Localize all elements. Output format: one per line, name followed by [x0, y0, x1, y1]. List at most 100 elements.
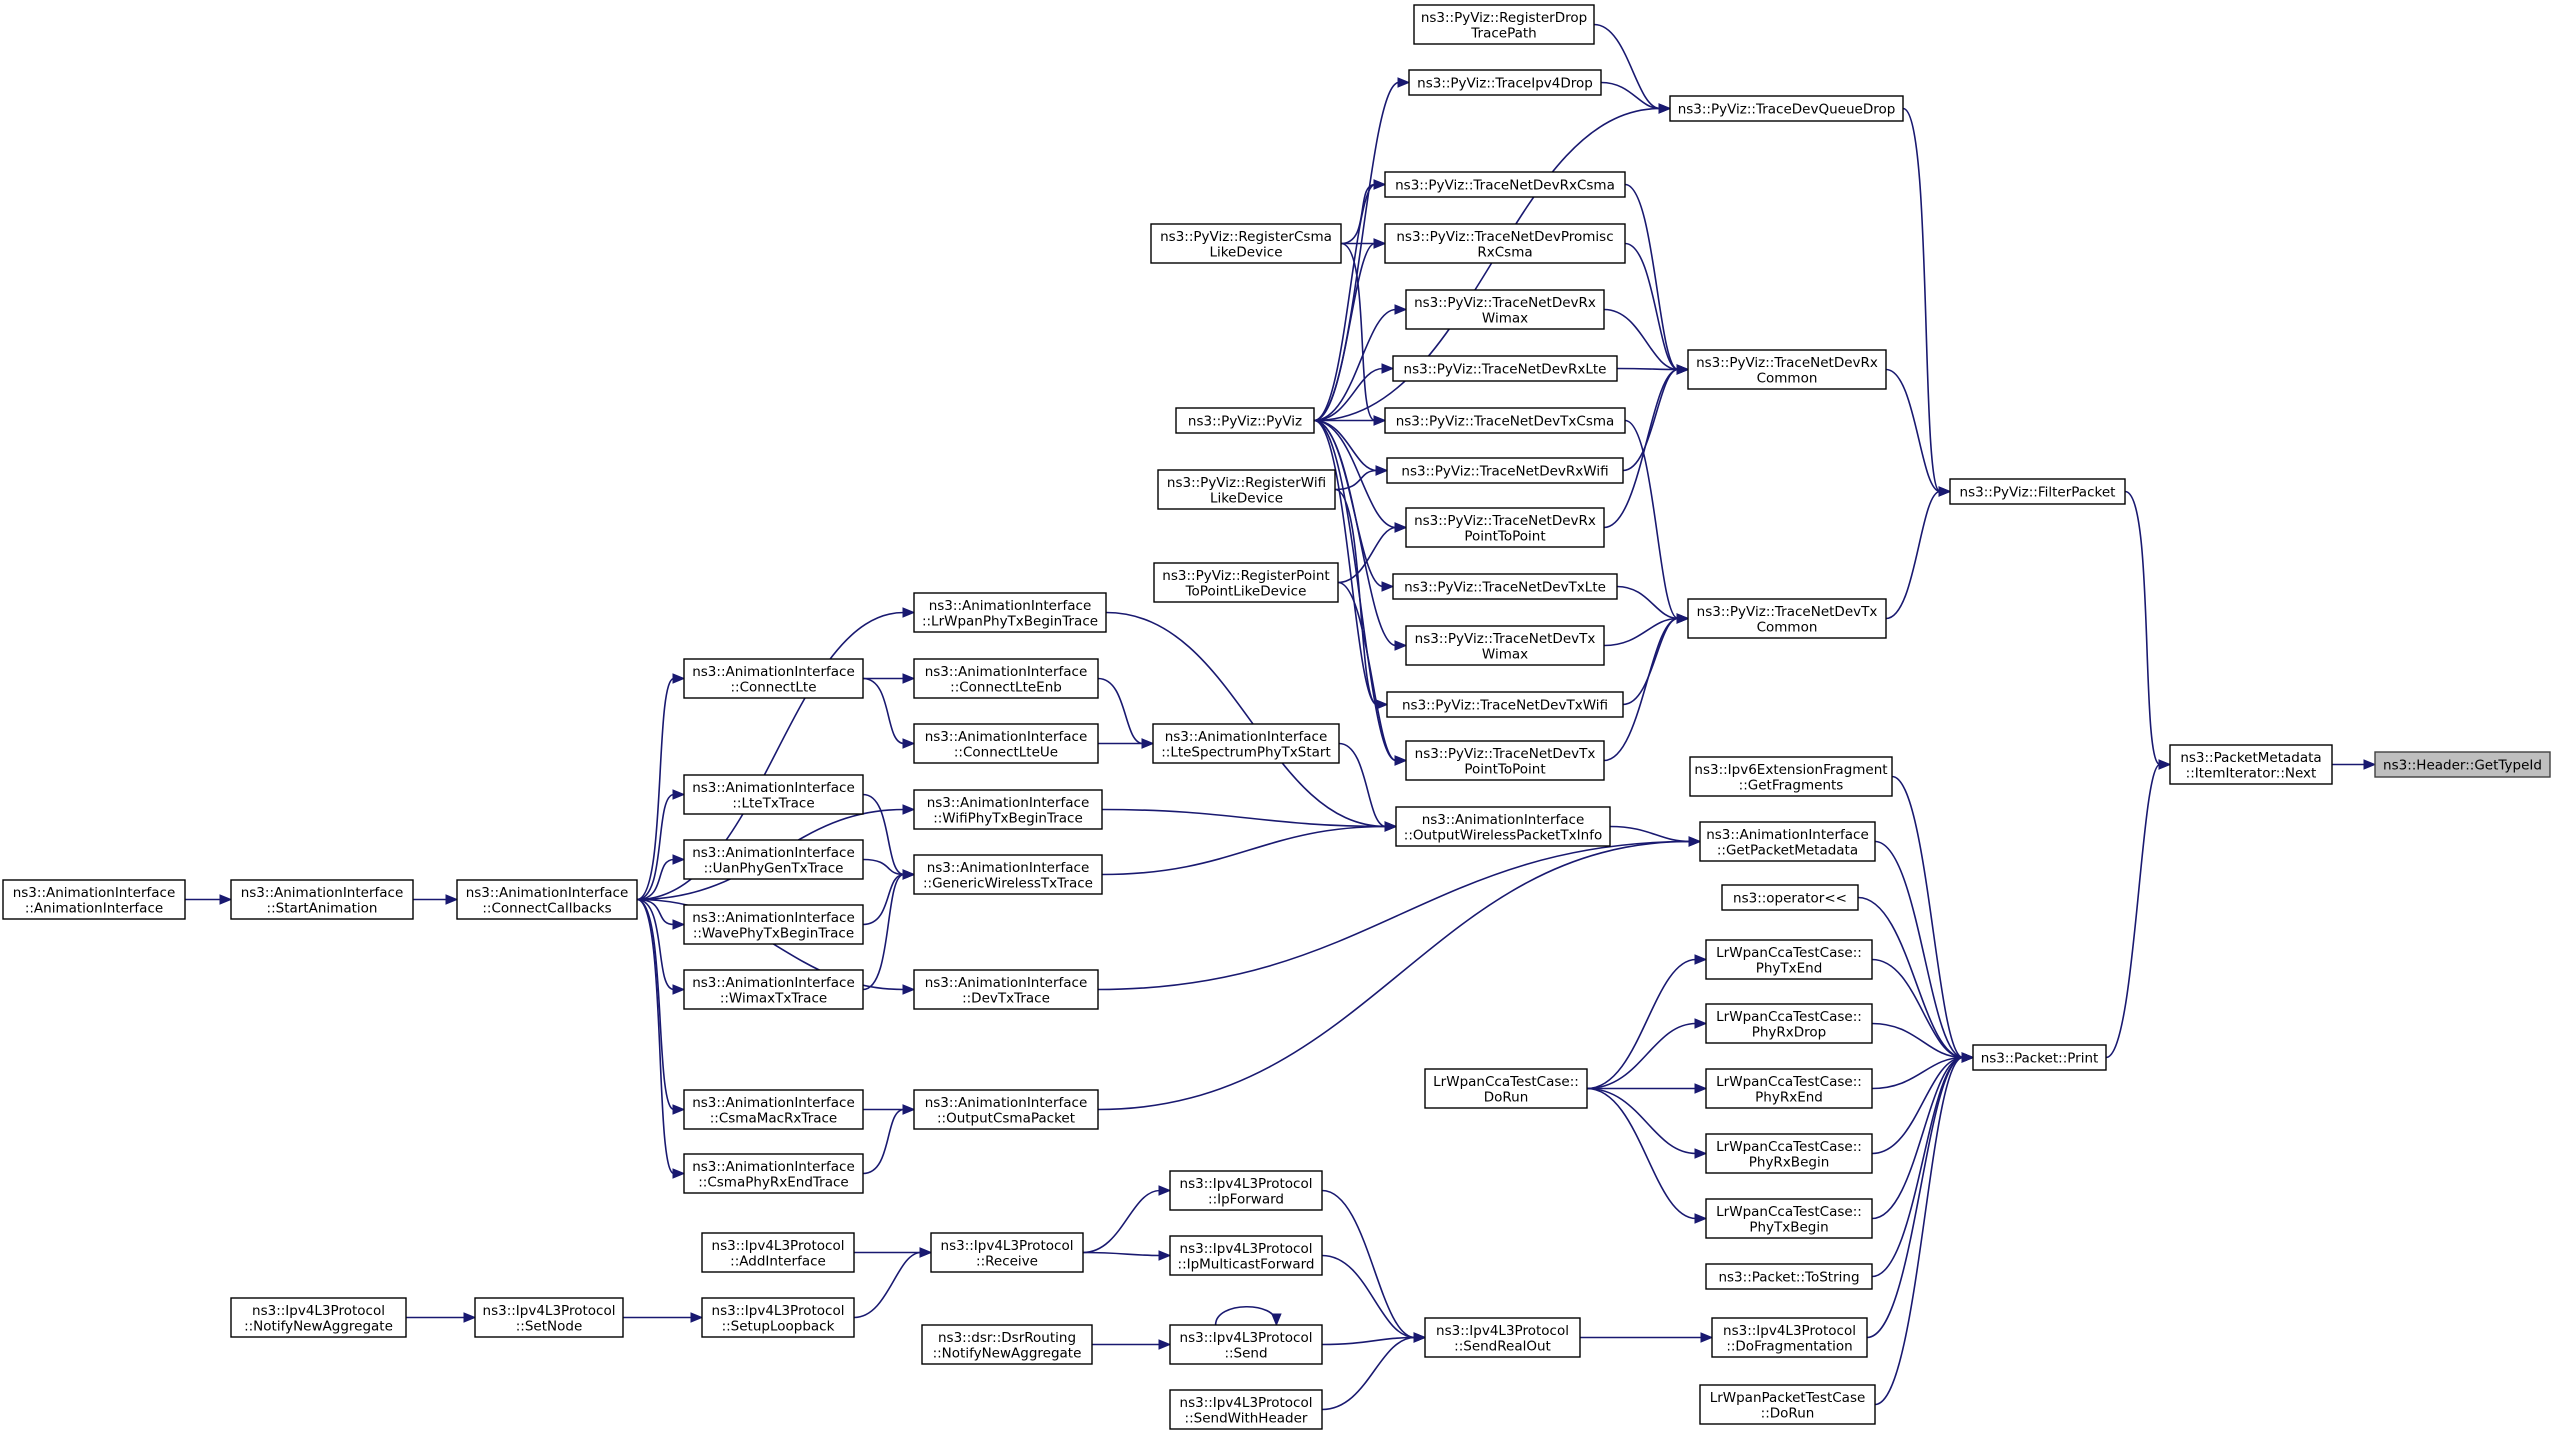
node-box — [1150, 223, 1342, 264]
node-connect-lte-ue[interactable]: ns3::AnimationInterface::ConnectLteUe — [913, 723, 1099, 764]
node-trace-net-dev-tx-lte[interactable]: ns3::PyViz::TraceNetDevTxLte — [1392, 573, 1618, 600]
node-csma-mac-rx-trace[interactable]: ns3::AnimationInterface::CsmaMacRxTrace — [683, 1089, 864, 1130]
edge-register-p2-p-to-trace-net-dev-tx-p2-p — [1337, 581, 1397, 762]
node-operator-lt-lt[interactable]: ns3::operator<< — [1721, 884, 1859, 911]
node-trace-net-dev-rx-csma[interactable]: ns3::PyViz::TraceNetDevRxCsma — [1384, 171, 1626, 198]
edge-arrowhead — [902, 869, 916, 880]
node-connect-lte[interactable]: ns3::AnimationInterface::ConnectLte — [683, 658, 864, 699]
node-output-csma-packet[interactable]: ns3::AnimationInterface::OutputCsmaPacke… — [913, 1089, 1099, 1130]
node-wifi-phy-tx-begin-trace[interactable]: ns3::AnimationInterface::WifiPhyTxBeginT… — [913, 789, 1103, 830]
node-wimax-tx-trace[interactable]: ns3::AnimationInterface::WimaxTxTrace — [683, 969, 864, 1010]
node-csma-phy-rx-end-trace[interactable]: ns3::AnimationInterface::CsmaPhyRxEndTra… — [683, 1153, 864, 1194]
node-label: LrWpanCcaTestCase:: — [1716, 1074, 1862, 1090]
edge-arrowhead — [902, 1104, 916, 1115]
node-label: ns3::operator<< — [1733, 891, 1847, 907]
node-label: LrWpanPacketTestCase — [1710, 1390, 1866, 1406]
edge-py-viz-py-viz-to-trace-net-dev-tx-wimax — [1313, 419, 1397, 647]
node-ipv4-send[interactable]: ns3::Ipv4L3Protocol::Send — [1169, 1324, 1323, 1365]
node-set-node[interactable]: ns3::Ipv4L3Protocol::SetNode — [474, 1297, 624, 1338]
node-label: ::StartAnimation — [267, 900, 378, 916]
node-register-p2-p[interactable]: ns3::PyViz::RegisterPointToPointLikeDevi… — [1153, 562, 1339, 603]
node-packet-to-string[interactable]: ns3::Packet::ToString — [1705, 1263, 1873, 1290]
node-add-interface[interactable]: ns3::Ipv4L3Protocol::AddInterface — [701, 1232, 855, 1273]
edge-py-viz-py-viz-to-trace-net-dev-rx-lte — [1313, 367, 1384, 422]
node-label: ns3::AnimationInterface — [692, 664, 855, 680]
node-ipv4-receive[interactable]: ns3::Ipv4L3Protocol::Receive — [930, 1232, 1084, 1273]
node-filter-packet[interactable]: ns3::PyViz::FilterPacket — [1949, 478, 2126, 505]
node-label: LrWpanCcaTestCase:: — [1716, 1204, 1862, 1220]
node-connect-callbacks[interactable]: ns3::AnimationInterface::ConnectCallback… — [456, 879, 638, 920]
edge-wave-phy-tx-begin-trace-to-generic-wireless-tx-trace — [862, 873, 905, 926]
node-cca-phy-rx-begin[interactable]: LrWpanCcaTestCase::PhyRxBegin — [1705, 1133, 1873, 1174]
node-ip-multicast-forward[interactable]: ns3::Ipv4L3Protocol::IpMulticastForward — [1169, 1235, 1323, 1276]
node-label: ::OutputWirelessPacketTxInfo — [1404, 827, 1602, 843]
node-trace-net-dev-rx-lte[interactable]: ns3::PyViz::TraceNetDevRxLte — [1392, 355, 1618, 382]
edge-ip-forward-to-send-real-out — [1321, 1189, 1416, 1339]
node-lte-spectrum-phy-tx-start[interactable]: ns3::AnimationInterface::LteSpectrumPhyT… — [1152, 723, 1340, 764]
node-do-fragmentation[interactable]: ns3::Ipv4L3Protocol::DoFragmentation — [1711, 1317, 1868, 1358]
node-box — [1424, 1068, 1588, 1109]
node-get-type-id[interactable]: ns3::Header::GetTypeId — [2374, 751, 2551, 778]
node-box — [683, 969, 864, 1010]
node-uan-phy-gen-tx-trace[interactable]: ns3::AnimationInterface::UanPhyGenTxTrac… — [683, 839, 864, 880]
node-connect-lte-enb[interactable]: ns3::AnimationInterface::ConnectLteEnb — [913, 658, 1099, 699]
node-box — [683, 904, 864, 945]
node-setup-loopback[interactable]: ns3::Ipv4L3Protocol::SetupLoopback — [701, 1297, 855, 1338]
edge-arrowhead — [902, 804, 916, 815]
node-output-wireless-packet-tx-info[interactable]: ns3::AnimationInterface::OutputWirelessP… — [1395, 806, 1611, 847]
node-pkt-test-do-run[interactable]: LrWpanPacketTestCase::DoRun — [1699, 1384, 1876, 1425]
node-label: ns3::PyViz::TraceNetDevTxLte — [1404, 580, 1606, 596]
node-get-packet-metadata[interactable]: ns3::AnimationInterface::GetPacketMetada… — [1699, 821, 1876, 862]
node-send-real-out[interactable]: ns3::Ipv4L3Protocol::SendRealOut — [1424, 1317, 1581, 1358]
node-cca-phy-tx-begin[interactable]: LrWpanCcaTestCase::PhyTxBegin — [1705, 1198, 1873, 1239]
node-anim-ctor[interactable]: ns3::AnimationInterface::AnimationInterf… — [2, 879, 186, 920]
edge-layer — [184, 23, 2377, 1411]
edge-py-viz-py-viz-to-trace-net-dev-rx-csma — [1313, 183, 1376, 422]
node-lte-tx-trace[interactable]: ns3::AnimationInterface::LteTxTrace — [683, 774, 864, 815]
node-box — [2374, 751, 2551, 778]
node-box — [1175, 407, 1315, 434]
node-cca-do-run[interactable]: LrWpanCcaTestCase::DoRun — [1424, 1068, 1588, 1109]
node-notify-new-aggregate[interactable]: ns3::Ipv4L3Protocol::NotifyNewAggregate — [230, 1297, 407, 1338]
node-box — [701, 1232, 855, 1273]
node-ip-forward[interactable]: ns3::Ipv4L3Protocol::IpForward — [1169, 1170, 1323, 1211]
node-send-with-header[interactable]: ns3::Ipv4L3Protocol::SendWithHeader — [1169, 1389, 1323, 1430]
node-trace-net-dev-rx-wifi[interactable]: ns3::PyViz::TraceNetDevRxWifi — [1386, 457, 1624, 484]
node-trace-net-dev-tx-csma[interactable]: ns3::PyViz::TraceNetDevTxCsma — [1384, 407, 1626, 434]
node-wave-phy-tx-begin-trace[interactable]: ns3::AnimationInterface::WavePhyTxBeginT… — [683, 904, 864, 945]
edge-generic-wireless-tx-trace-to-output-wireless-packet-tx-info — [1101, 825, 1387, 876]
edge-arrowhead — [902, 607, 916, 618]
node-start-animation[interactable]: ns3::AnimationInterface::StartAnimation — [230, 879, 414, 920]
node-cca-phy-rx-drop[interactable]: LrWpanCcaTestCase::PhyRxDrop — [1705, 1003, 1873, 1044]
node-lr-wpan-phy-tx-begin-trace[interactable]: ns3::AnimationInterface::LrWpanPhyTxBegi… — [913, 592, 1107, 633]
node-trace-net-dev-tx-wifi[interactable]: ns3::PyViz::TraceNetDevTxWifi — [1386, 691, 1624, 718]
node-packet-print[interactable]: ns3::Packet::Print — [1972, 1044, 2107, 1071]
node-box — [2, 879, 186, 920]
node-label: ns3::PyViz::RegisterWifi — [1167, 475, 1326, 491]
node-box — [1424, 1317, 1581, 1358]
node-label: ::SetNode — [516, 1318, 583, 1334]
node-item-next[interactable]: ns3::PacketMetadata::ItemIterator::Next — [2169, 744, 2333, 785]
node-cca-phy-tx-end[interactable]: LrWpanCcaTestCase::PhyTxEnd — [1705, 939, 1873, 980]
node-cca-phy-rx-end[interactable]: LrWpanCcaTestCase::PhyRxEnd — [1705, 1068, 1873, 1109]
node-dev-tx-trace[interactable]: ns3::AnimationInterface::DevTxTrace — [913, 969, 1099, 1010]
node-ipv6-get-fragments[interactable]: ns3::Ipv6ExtensionFragment::GetFragments — [1689, 756, 1893, 797]
node-trace-dev-queue-drop[interactable]: ns3::PyViz::TraceDevQueueDrop — [1669, 95, 1904, 122]
node-trace-ipv4-drop[interactable]: ns3::PyViz::TraceIpv4Drop — [1408, 69, 1602, 96]
edge-cca-phy-rx-end-to-packet-print — [1871, 1056, 1964, 1090]
node-py-viz-py-viz[interactable]: ns3::PyViz::PyViz — [1175, 407, 1315, 434]
edge-packet-print-to-item-next — [2105, 763, 2161, 1059]
node-generic-wireless-tx-trace[interactable]: ns3::AnimationInterface::GenericWireless… — [913, 854, 1103, 895]
node-dsr-notify[interactable]: ns3::dsr::DsrRouting::NotifyNewAggregate — [921, 1324, 1093, 1365]
node-label: ::CsmaMacRxTrace — [710, 1110, 838, 1126]
